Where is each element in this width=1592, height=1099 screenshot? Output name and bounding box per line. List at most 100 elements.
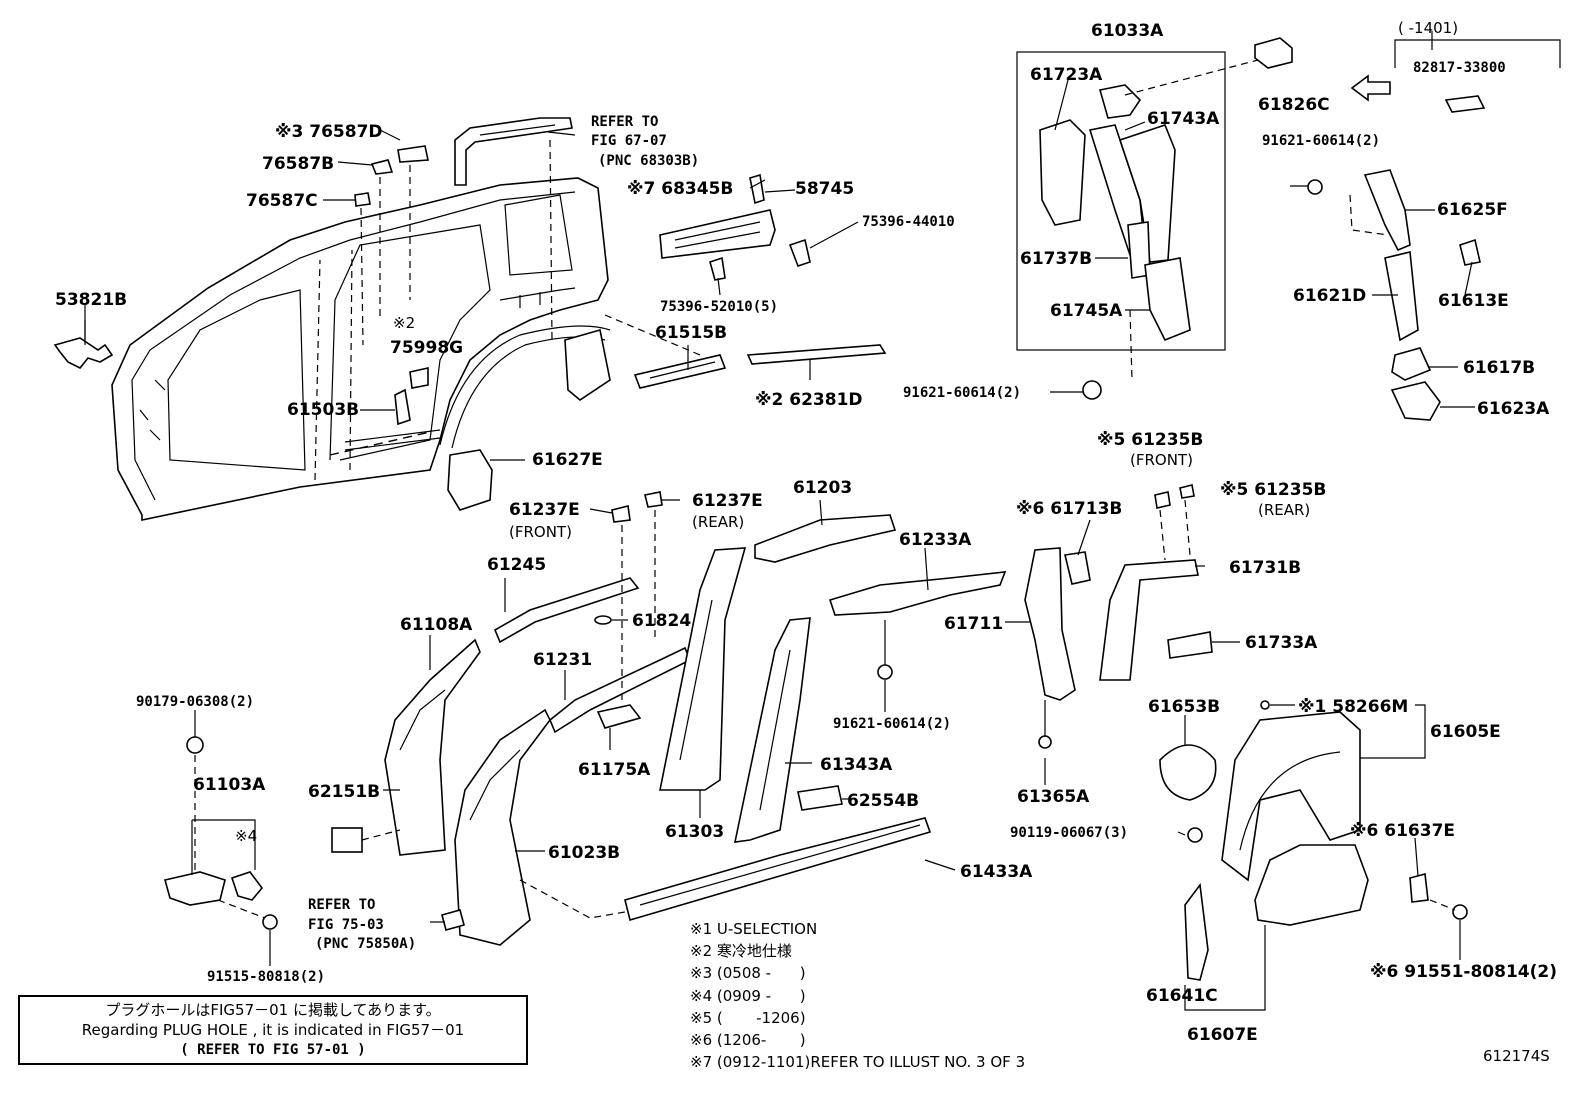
- label-61433A: 61433A: [960, 862, 1033, 882]
- label-61723A: 61723A: [1030, 65, 1103, 85]
- label-75998G: 75998G: [390, 338, 463, 358]
- label-62151B: 62151B: [308, 782, 380, 802]
- pad-82817: [1444, 95, 1486, 113]
- plug-hole-note-jp: プラグホールはFIG57－01 に掲載してあります。: [105, 1001, 441, 1019]
- plug-hole-note-box: プラグホールはFIG57－01 に掲載してあります。 Regarding PLU…: [18, 995, 528, 1065]
- footnote-4: ※4 (0909 - ): [690, 986, 806, 1005]
- label-68345B: ※7 68345B: [627, 179, 733, 199]
- label-61108A: 61108A: [400, 615, 473, 635]
- label-61625F: 61625F: [1437, 200, 1508, 220]
- label-61365A: 61365A: [1017, 787, 1090, 807]
- label-61605E: 61605E: [1430, 722, 1501, 742]
- arrow-icon: [1350, 74, 1391, 102]
- label-61627E: 61627E: [532, 450, 603, 470]
- label-61737B: 61737B: [1020, 249, 1092, 269]
- label-61203: 61203: [793, 478, 852, 498]
- label-61303: 61303: [665, 822, 724, 842]
- footnote-5: ※5 ( -1206): [690, 1008, 806, 1027]
- footnote-6: ※6 (1206- ): [690, 1031, 806, 1050]
- part-53821B-shape: [53, 337, 114, 370]
- leader-lines: [84, 31, 1475, 1011]
- label-61343A: 61343A: [820, 755, 893, 775]
- label-61235B-rear-sub: (REAR): [1258, 501, 1310, 519]
- label-mark-2: ※2: [393, 314, 415, 332]
- label-58266M: ※1 58266M: [1298, 697, 1408, 717]
- footnote-2: ※2 寒冷地仕様: [690, 942, 792, 961]
- label-91515-80818: 91515-80818(2): [207, 969, 325, 985]
- footnote-3: ※3 (0508 - ): [690, 964, 806, 983]
- label-91621-60614-a: 91621-60614(2): [1262, 133, 1380, 149]
- label-61826C: 61826C: [1258, 95, 1330, 115]
- label-61235B-front-sub: (FRONT): [1130, 451, 1193, 469]
- label-date-1401: ( -1401): [1398, 19, 1458, 37]
- plug-hole-note-en: Regarding PLUG HOLE , it is indicated in…: [81, 1021, 465, 1039]
- label-61745A: 61745A: [1050, 301, 1123, 321]
- footnote-1: ※1 U-SELECTION: [690, 920, 818, 938]
- label-61824: 61824: [632, 611, 691, 631]
- label-61653B: 61653B: [1148, 697, 1220, 717]
- label-62381D: ※2 62381D: [755, 390, 863, 410]
- bracket-61103A: [164, 736, 465, 931]
- label-61613E: 61613E: [1438, 291, 1509, 311]
- label-61103A: 61103A: [193, 775, 266, 795]
- label-61713B: ※6 61713B: [1016, 499, 1122, 519]
- label-61623A: 61623A: [1477, 399, 1550, 419]
- small-pads: [354, 145, 429, 426]
- label-76587C: 76587C: [246, 191, 318, 211]
- label-61621D: 61621D: [1293, 286, 1366, 306]
- label-76587B: 76587B: [262, 154, 334, 174]
- label-91621-60614-c: 91621-60614(2): [833, 716, 951, 732]
- label-58745: 58745: [795, 179, 854, 199]
- label-refer-fig7503-3: (PNC 75850A): [315, 936, 416, 952]
- label-61617B: 61617B: [1463, 358, 1535, 378]
- label-61731B: 61731B: [1229, 558, 1301, 578]
- label-61503B: 61503B: [287, 400, 359, 420]
- label-53821B: 53821B: [55, 290, 127, 310]
- label-61237E-rear-sub: (REAR): [692, 513, 744, 531]
- label-61235B-rear: ※5 61235B: [1220, 480, 1326, 500]
- label-91551-80814: ※6 91551-80814(2): [1370, 962, 1557, 982]
- label-61743A: 61743A: [1147, 109, 1220, 129]
- label-refer-fig6707-3: (PNC 68303B): [598, 153, 699, 169]
- label-mark-4: ※4: [235, 827, 257, 845]
- label-61607E: 61607E: [1187, 1025, 1258, 1045]
- strip-62381D: [746, 344, 887, 365]
- rear-panel-parts: [447, 314, 727, 511]
- label-90119-06067: 90119-06067(3): [1010, 825, 1128, 841]
- footnote-7: ※7 (0912-1101)REFER TO ILLUST NO. 3 OF 3: [690, 1053, 1026, 1072]
- pillars-middle: [331, 484, 1213, 946]
- body-side-outer-panel: [111, 177, 611, 521]
- label-75396-44010: 75396-44010: [862, 214, 955, 230]
- wheelhouse-parts: [1159, 700, 1468, 981]
- assembly-61033A-box: [1016, 51, 1226, 351]
- label-61641C: 61641C: [1146, 986, 1218, 1006]
- label-61033A: 61033A: [1091, 21, 1164, 41]
- label-61245: 61245: [487, 555, 546, 575]
- label-75396-52010: 75396-52010(5): [660, 299, 778, 315]
- label-61175A: 61175A: [578, 760, 651, 780]
- bracket-68345B: [659, 173, 811, 281]
- label-61711: 61711: [944, 614, 1003, 634]
- footnote-legend: ※1 U-SELECTION ※2 寒冷地仕様 ※3 (0508 - ) ※4 (09…: [690, 918, 1025, 1073]
- label-61233A: 61233A: [899, 530, 972, 550]
- label-91621-60614-b: 91621-60614(2): [903, 385, 1021, 401]
- assembly-61033A-parts: [1039, 84, 1191, 400]
- roof-rail-part: [454, 117, 573, 341]
- label-90179-06308: 90179-06308(2): [136, 694, 254, 710]
- plug-hole-note-ref: ( REFER TO FIG 57-01 ): [180, 1042, 366, 1058]
- label-76587D: ※3 76587D: [275, 122, 383, 142]
- label-refer-fig7503-2: FIG 75-03: [308, 917, 384, 933]
- label-61231: 61231: [533, 650, 592, 670]
- right-pillar-parts: [1307, 169, 1481, 421]
- label-61235B-front: ※5 61235B: [1097, 430, 1203, 450]
- label-61515B: 61515B: [655, 323, 727, 343]
- label-refer-fig7503-1: REFER TO: [308, 897, 375, 913]
- label-refer-fig6707-2: FIG 67-07: [591, 133, 667, 149]
- pad-61826C: [1254, 37, 1293, 69]
- label-61237E-front-sub: (FRONT): [509, 523, 572, 541]
- label-62554B: 62554B: [847, 791, 919, 811]
- label-61237E-front: 61237E: [509, 500, 580, 520]
- label-refer-fig6707-1: REFER TO: [591, 114, 658, 130]
- illustration-id: 612174S: [1483, 1047, 1550, 1065]
- label-82817-33800: 82817-33800: [1413, 60, 1506, 76]
